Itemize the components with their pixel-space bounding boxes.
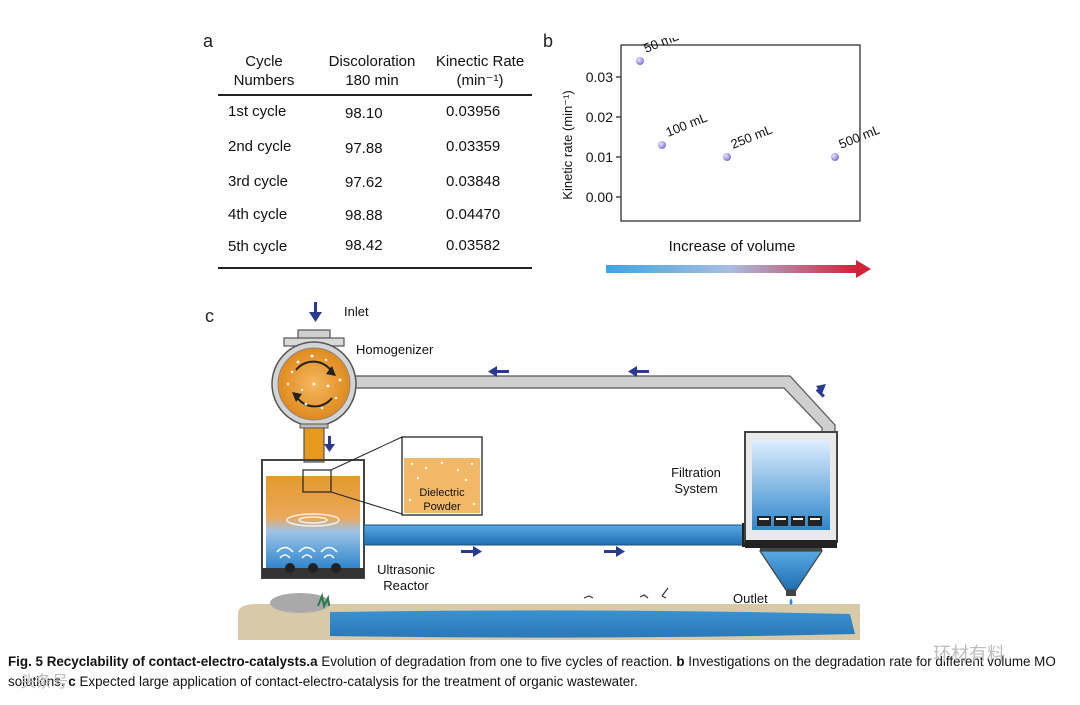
filtration-system (744, 431, 838, 605)
dielectric-powder-label: Dielectric Powder (419, 487, 465, 513)
figure-caption: Fig. 5 Recyclability of contact-electro-… (8, 654, 1056, 689)
filtration-system-label: Filtration System (671, 465, 721, 496)
birds (583, 587, 669, 599)
return-pipe (354, 375, 836, 438)
outlet-label: Outlet (733, 591, 768, 606)
table-header-cycle: Cycle Numbers (233, 53, 295, 89)
data-point (658, 141, 666, 149)
watermark-right: 环材有料 (933, 644, 1005, 664)
table-header-kinetic-rate: Kinectic Rate (min⁻¹) (435, 53, 525, 89)
transfer-pipe (363, 523, 751, 547)
y-tick-label: 0.03 (586, 69, 613, 85)
plot-frame (620, 44, 861, 222)
data-point (723, 153, 731, 161)
homogenizer-label: Homogenizer (356, 342, 434, 357)
ultrasonic-reactor-label: Ultrasonic Reactor (377, 562, 435, 593)
panel-label-c: c (205, 306, 214, 326)
y-axis-label: Kinetic rate (min⁻¹) (560, 90, 575, 199)
inlet-label: Inlet (344, 304, 369, 319)
volume-gradient-arrowhead (856, 260, 871, 278)
volume-gradient-bar (606, 265, 856, 273)
ground-and-sea (238, 592, 860, 640)
x-axis-label: Increase of volume (669, 238, 796, 255)
panel-label-a: a (203, 31, 214, 51)
table-header-discoloration: Discoloration 180 min (328, 53, 416, 89)
y-tick-label: 0.00 (586, 189, 613, 205)
ultrasonic-reactor (261, 436, 403, 579)
flow-arrows (309, 302, 826, 557)
panel-label-b: b (543, 31, 554, 51)
y-tick-label: 0.02 (586, 109, 613, 125)
wastewater-treatment-diagram (238, 302, 860, 640)
homogenizer (271, 329, 357, 463)
data-point (831, 153, 839, 161)
data-point (636, 57, 644, 65)
y-axis: 0.00 0.01 0.02 0.03 (586, 69, 621, 205)
table-bottom-rule (218, 267, 532, 269)
dielectric-powder-inset (401, 436, 483, 516)
y-tick-label: 0.01 (586, 149, 613, 165)
table-header-rule (218, 94, 532, 96)
watermark-left: 头条号 (20, 674, 69, 691)
